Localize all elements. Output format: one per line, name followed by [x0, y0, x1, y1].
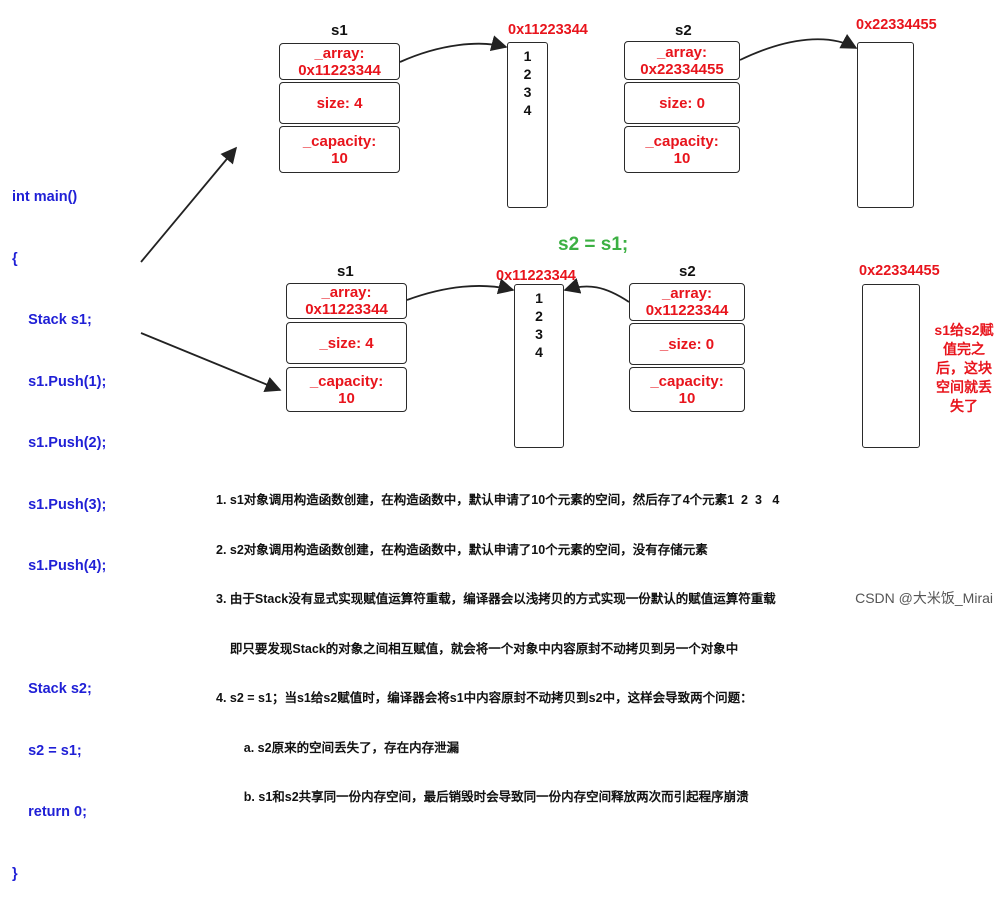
bottom-s1-label: s1	[337, 263, 354, 280]
code-line: s1.Push(3);	[12, 496, 107, 513]
top-s1-capacity-field: _capacity:10	[279, 126, 400, 173]
field-name: _array:	[314, 44, 365, 62]
field-value: 0x11223344	[645, 302, 729, 319]
field-name: _capacity:	[650, 372, 724, 390]
code-line: }	[12, 865, 18, 882]
bottom-s1-array-pointer	[406, 278, 515, 301]
bottom-s2-array-field: _array:0x11223344	[629, 283, 745, 321]
code-line: int main()	[12, 189, 78, 205]
top-s2-capacity-field: _capacity:10	[624, 126, 740, 173]
note: 3. 由于Stack没有显式实现赋值运算符重载，编译器会以浅拷贝的方式实现一份默…	[216, 592, 776, 606]
note: 即只要发现Stack的对象之间相互赋值，就会将一个对象中内容原封不动拷贝到另一个…	[216, 641, 739, 656]
code-line: s1.Push(4);	[12, 558, 107, 574]
arrows-layer	[140, 33, 858, 392]
code-line: Stack s1;	[12, 312, 92, 328]
field-name: _array:	[656, 43, 708, 61]
field-value: 0x11223344	[298, 61, 381, 79]
top-s1-buffer-address: 0x11223344	[508, 22, 588, 38]
field-name: _array:	[661, 285, 713, 302]
note: 4. s2 = s1；当s1给s2赋值时，编译器会将s1中内容原封不动拷贝到s2…	[216, 691, 753, 705]
bottom-s2-array-pointer	[563, 278, 630, 303]
note: 2. s2对象调用构造函数创建，在构造函数中，默认申请了10个元素的空间，没有存…	[216, 542, 708, 557]
code-line: s2 = s1;	[12, 742, 82, 759]
buffer-value: 2	[523, 66, 532, 82]
note: a. s2原来的空间丢失了，存在内存泄漏	[216, 740, 460, 755]
explanation-notes: 1. s1对象调用构造函数创建，在构造函数中，默认申请了10个元素的空间，然后存…	[216, 459, 779, 822]
note-line: 值完之	[943, 341, 985, 357]
code-line: s1.Push(2);	[12, 435, 107, 451]
code-line: return 0;	[12, 804, 87, 820]
lost-buffer	[862, 284, 920, 448]
note-line: 失了	[950, 398, 978, 414]
code-line: s1.Push(1);	[12, 373, 107, 390]
field-value: 10	[331, 149, 348, 167]
note-line: s1给s2赋	[934, 322, 994, 338]
buffer-value: 3	[523, 84, 532, 100]
top-s1-label: s1	[331, 22, 348, 39]
bottom-s2-capacity-field: _capacity:10	[629, 367, 745, 412]
code-to-bottom-arrow	[140, 332, 282, 392]
top-s1-buffer: 1 2 3 4	[507, 42, 548, 208]
assignment-label: s2 = s1;	[558, 234, 629, 255]
field-value: 0x11223344	[305, 301, 388, 318]
shared-buffer-address: 0x11223344	[496, 268, 576, 284]
top-s2-label: s2	[675, 22, 692, 39]
field-name: _capacity:	[645, 132, 719, 150]
buffer-value: 2	[535, 308, 543, 324]
top-s2-array-field: _array:0x22334455	[624, 41, 740, 80]
code-to-top-arrow	[140, 146, 238, 263]
lost-buffer-address: 0x22334455	[859, 263, 940, 279]
bottom-s1-size-field: _size: 4	[286, 322, 407, 364]
top-s2-buffer-address: 0x22334455	[856, 17, 937, 33]
top-s1-array-field: _array:0x11223344	[279, 43, 400, 80]
watermark: CSDN @大米饭_Mirai	[855, 590, 993, 606]
bottom-s1-array-field: _array:0x11223344	[286, 283, 407, 319]
bottom-s2-label: s2	[679, 263, 696, 280]
field-name: _array:	[321, 284, 372, 301]
top-s2-array-pointer	[739, 33, 858, 61]
field-name: _capacity:	[309, 372, 384, 390]
buffer-value: 1	[523, 48, 532, 64]
field-value: 10	[678, 389, 696, 407]
bottom-s2-size-field: _size: 0	[629, 323, 745, 365]
field-value: 10	[338, 389, 355, 407]
bottom-s1-capacity-field: _capacity:10	[286, 367, 407, 412]
field-name: _capacity:	[302, 132, 377, 150]
note: b. s1和s2共享同一份内存空间，最后销毁时会导致同一份内存空间释放两次而引起…	[216, 790, 749, 804]
note: 1. s1对象调用构造函数创建，在构造函数中，默认申请了10个元素的空间，然后存…	[216, 493, 780, 507]
buffer-value: 4	[523, 102, 532, 118]
lost-space-note: s1给s2赋 值完之 后，这块 空间就丢 失了	[926, 321, 1002, 416]
field-value: 10	[673, 149, 691, 167]
buffer-value: 1	[535, 290, 543, 306]
code-line: Stack s2;	[12, 681, 92, 697]
buffer-value: 3	[535, 326, 543, 342]
top-s2-buffer	[857, 42, 914, 208]
buffer-value: 4	[535, 344, 543, 360]
top-s1-array-pointer	[399, 35, 508, 63]
shared-buffer: 1 2 3 4	[514, 284, 564, 448]
top-s2-size-field: size: 0	[624, 82, 740, 124]
note-line: 空间就丢	[936, 379, 992, 395]
code-line	[12, 618, 106, 639]
top-s1-size-field: size: 4	[279, 82, 400, 124]
code-line: {	[12, 250, 18, 267]
field-value: 0x22334455	[640, 60, 724, 78]
note-line: 后，这块	[936, 360, 992, 376]
